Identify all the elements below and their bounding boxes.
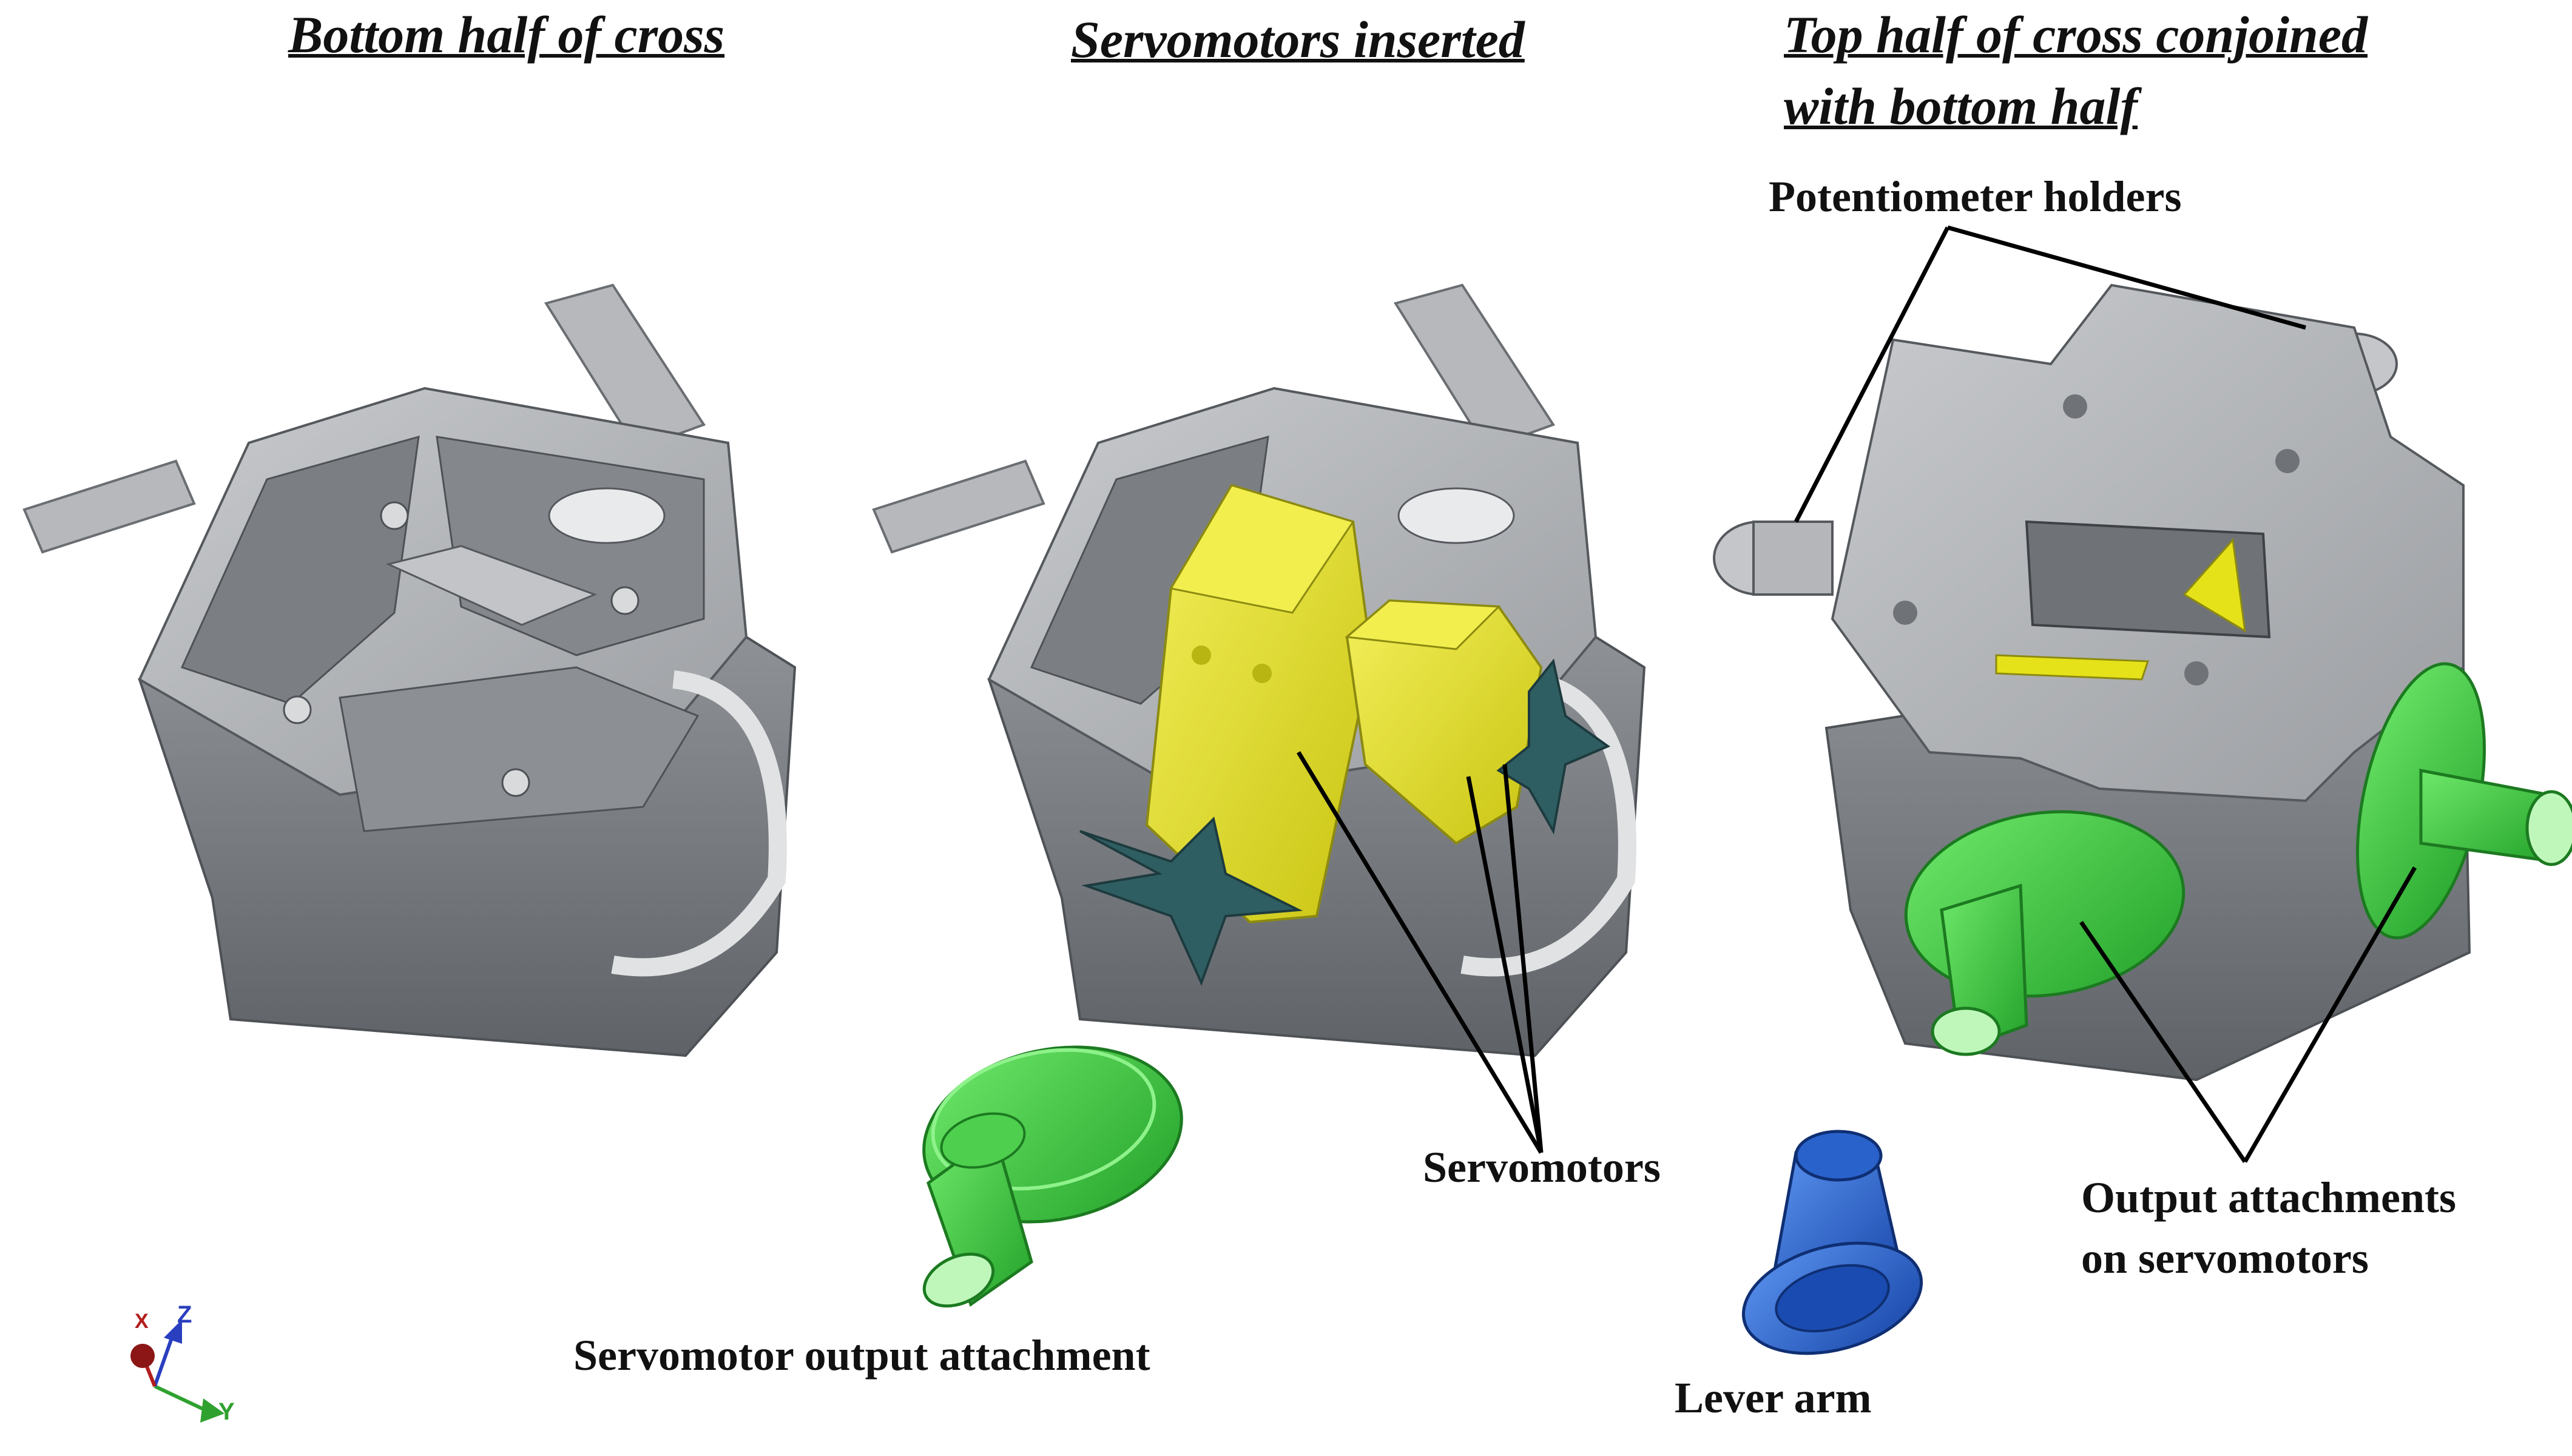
bearing-opening bbox=[548, 487, 666, 544]
label-potentiometer-holders: Potentiometer holders bbox=[1769, 172, 2182, 221]
attachment-shaft-end bbox=[922, 1252, 995, 1308]
label-lever-arm: Lever arm bbox=[1675, 1373, 1872, 1422]
title-top-half-line2: with bottom half bbox=[1784, 77, 2138, 135]
rail-left bbox=[872, 459, 1045, 554]
leader-potentiometer-left bbox=[1794, 226, 1950, 523]
screw-hole bbox=[1893, 601, 1917, 625]
side-trough bbox=[1460, 670, 1636, 977]
servo-screw bbox=[1252, 664, 1272, 683]
screw-hole bbox=[2275, 449, 2300, 473]
title-top-half-line1: Top half of cross conjoined bbox=[1784, 5, 2368, 64]
axis-label-x: X bbox=[135, 1310, 149, 1333]
screw-hole bbox=[2184, 661, 2209, 686]
leader-lines bbox=[1297, 225, 2417, 1163]
lever-arm-part bbox=[1741, 1130, 1923, 1355]
axis-z-arrow bbox=[164, 1320, 182, 1344]
axis-y-arrow bbox=[200, 1398, 224, 1423]
axis-label-y: Y bbox=[218, 1398, 235, 1425]
label-output-attachments-line1: Output attachments bbox=[2081, 1173, 2457, 1222]
screw-hole bbox=[610, 586, 640, 615]
title-servos-inserted: Servomotors inserted bbox=[1071, 10, 1525, 69]
axis-label-z: Z bbox=[177, 1301, 192, 1328]
servo-horn bbox=[1079, 817, 1303, 986]
label-servomotors: Servomotors bbox=[1423, 1143, 1661, 1191]
inner-rib bbox=[385, 545, 598, 626]
screw-hole bbox=[2063, 394, 2087, 419]
servomotor-1-top bbox=[1169, 484, 1355, 614]
rail-top bbox=[544, 283, 706, 451]
title-bottom-half: Bottom half of cross bbox=[288, 5, 725, 64]
screw-hole bbox=[501, 768, 530, 797]
servo-visible-lower bbox=[1995, 654, 2150, 681]
servo-assembly bbox=[872, 283, 1646, 1057]
axis-y-line bbox=[154, 1384, 208, 1412]
cavity-front bbox=[339, 666, 700, 832]
servo-screw bbox=[1192, 645, 1211, 665]
rail-top bbox=[1393, 283, 1556, 451]
servomotor-2-top bbox=[1345, 599, 1501, 650]
attachment-spline bbox=[940, 1112, 1026, 1169]
bearing-opening bbox=[1397, 487, 1515, 544]
servo-visible bbox=[2182, 538, 2246, 633]
cavity-left bbox=[180, 435, 420, 705]
label-output-attachments-line2: on servomotors bbox=[2081, 1234, 2369, 1282]
leader-output-side bbox=[2243, 866, 2417, 1163]
screw-hole bbox=[380, 501, 409, 530]
output-attachment-side-end bbox=[2525, 790, 2572, 866]
axis-x-marker bbox=[130, 1344, 155, 1368]
servomotor-output-attachment-part bbox=[922, 1045, 1183, 1308]
screw-hole bbox=[283, 695, 312, 724]
assembled-cross bbox=[1713, 283, 2572, 1082]
attachment-flange-rim bbox=[931, 1048, 1156, 1191]
axis-triad bbox=[130, 1320, 224, 1423]
lever-arm-top bbox=[1794, 1130, 1883, 1182]
leader-potentiometer-right bbox=[1947, 225, 2306, 330]
potentiometer-holder-left-body bbox=[1752, 521, 1834, 596]
leader-output-front bbox=[2079, 921, 2247, 1163]
axis-z-line bbox=[153, 1334, 175, 1387]
output-attachment-front-end bbox=[1931, 1006, 2001, 1056]
bottom-half-housing bbox=[22, 283, 797, 1057]
leader-servo-3 bbox=[1502, 764, 1544, 1153]
leader-servo-2 bbox=[1466, 776, 1544, 1153]
label-servomotor-output-attachment: Servomotor output attachment bbox=[573, 1331, 1150, 1380]
side-trough bbox=[611, 670, 787, 977]
rail-left bbox=[22, 459, 196, 554]
leader-servo-1 bbox=[1297, 751, 1543, 1154]
lever-arm-bore bbox=[1775, 1264, 1890, 1333]
servo-horn bbox=[1496, 658, 1611, 835]
